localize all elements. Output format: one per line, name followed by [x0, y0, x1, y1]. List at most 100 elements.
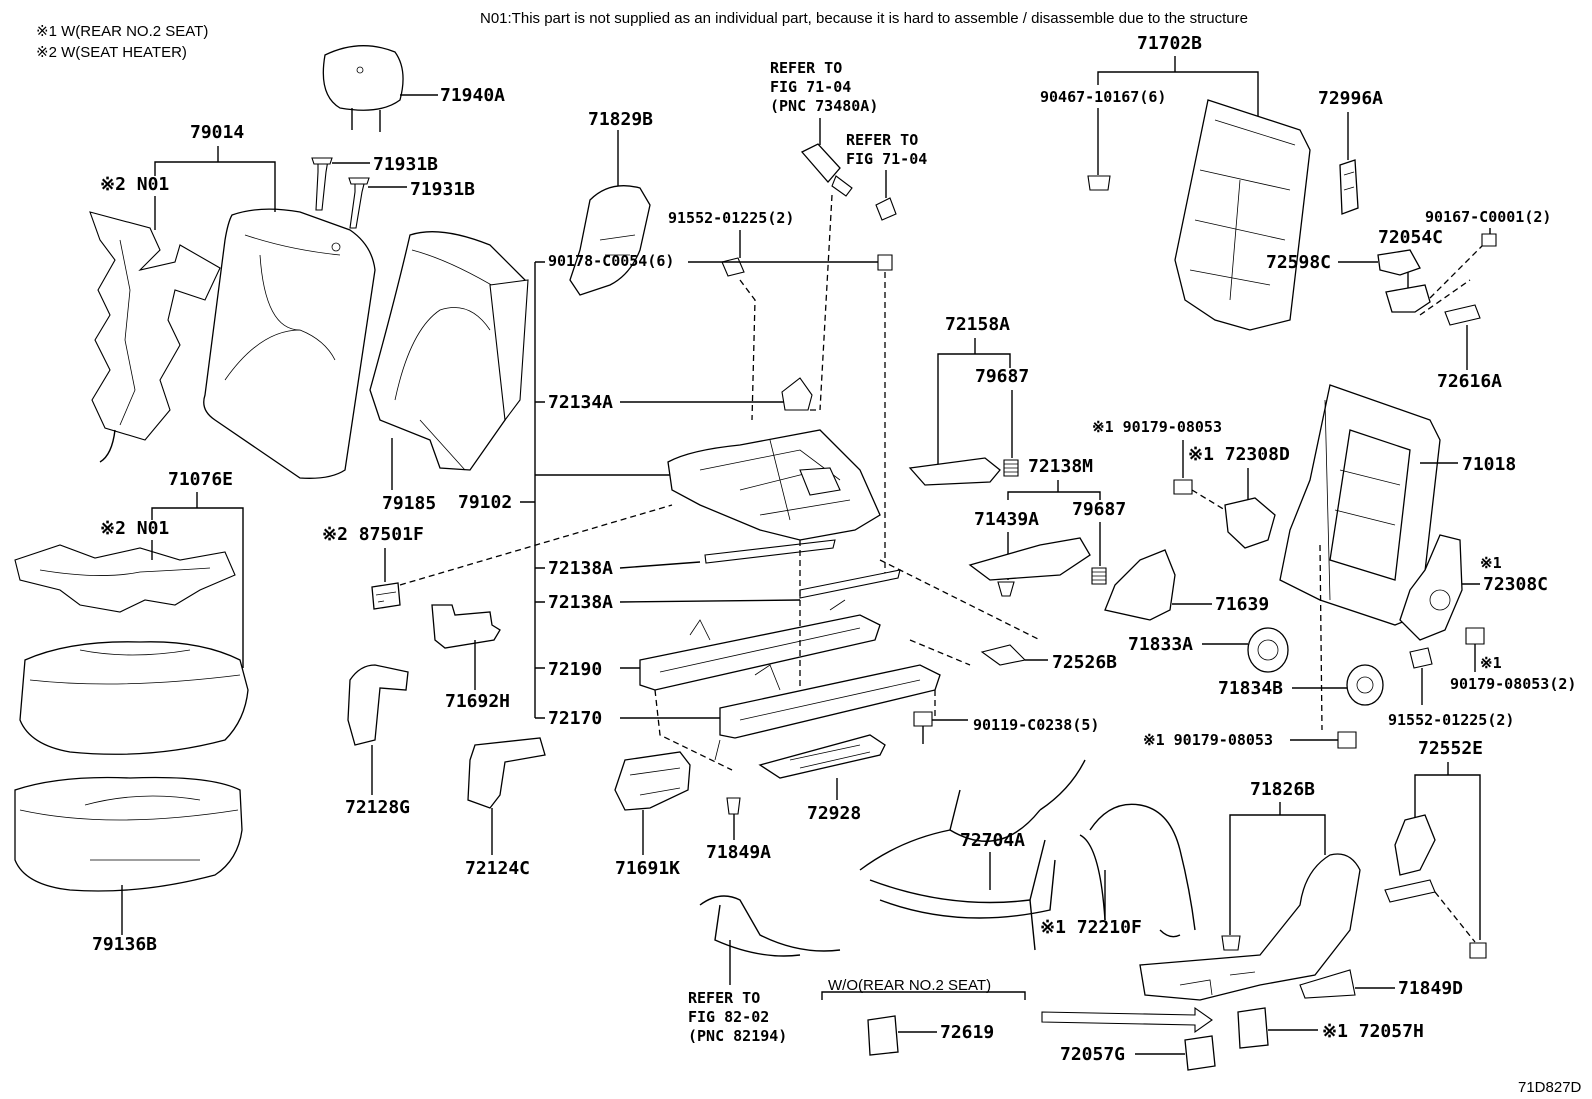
nut-90179-c — [1337, 731, 1357, 749]
legend-note-1: ※1 W(REAR NO.2 SEAT) — [36, 23, 208, 40]
cover-72616A — [1444, 304, 1481, 326]
ref-fig-71-04-a-line1: REFER TO — [770, 59, 842, 77]
cover-72054C — [1385, 284, 1431, 313]
seatback-board-71702B — [1174, 99, 1311, 331]
label-71076E: 71076E — [168, 469, 233, 490]
label-71691K: 71691K — [615, 858, 680, 879]
seat-shield-71826B — [1139, 853, 1361, 1001]
label-79687-1: 79687 — [975, 366, 1029, 387]
label-71702B: 71702B — [1137, 33, 1202, 54]
seatback-heater-element — [89, 211, 221, 463]
label-72054C: 72054C — [1378, 227, 1443, 248]
label-72134A: 72134A — [548, 392, 613, 413]
seatback-pad — [203, 208, 376, 479]
ref-fig-82-02-line2: FIG 82-02 — [688, 1008, 769, 1026]
label-71849D: 71849D — [1398, 978, 1463, 999]
label-72057G: 72057G — [1060, 1044, 1125, 1065]
seat-cushion-pad — [19, 641, 249, 755]
label-72138A-1: 72138A — [548, 558, 613, 579]
label-72704A: 72704A — [960, 830, 1025, 851]
cable-72210F — [1079, 803, 1196, 938]
legend-note-2: ※2 W(SEAT HEATER) — [36, 44, 187, 61]
seat-track-outer — [714, 664, 941, 761]
label-71826B: 71826B — [1250, 779, 1315, 800]
label-71639: 71639 — [1215, 594, 1269, 615]
label-72128G: 72128G — [345, 797, 410, 818]
label-71931B-2: 71931B — [410, 179, 475, 200]
label-90167-c0001: 90167-C0001(2) — [1425, 208, 1551, 226]
label-72552E: 72552E — [1418, 738, 1483, 759]
headrest — [322, 45, 404, 132]
seatback-cover — [369, 231, 529, 471]
label-90179-08053-c: ※1 90179-08053 — [1143, 731, 1273, 749]
seat-track-inner — [639, 599, 881, 691]
seat-side-cover — [431, 604, 501, 649]
seat-adjust-handle-72158A — [908, 457, 1001, 486]
seat-track-cover-strip-1 — [704, 539, 836, 564]
label-71692H: 71692H — [445, 691, 510, 712]
label-79687-2: 79687 — [1072, 499, 1126, 520]
nut-90179-b — [1465, 627, 1485, 645]
bezel-72598C — [1377, 249, 1421, 276]
label-72928: 72928 — [807, 803, 861, 824]
spring-79687-2 — [1091, 567, 1107, 585]
cover-72996A — [1339, 159, 1359, 215]
label-87501F: ※2 87501F — [322, 524, 424, 545]
cover-71834B — [1346, 664, 1384, 706]
cover-71849D — [1299, 969, 1356, 999]
ref-fig-71-04-a-line2: FIG 71-04 — [770, 78, 851, 96]
nut-90178 — [877, 254, 893, 271]
label-72308C: 72308C — [1483, 574, 1548, 595]
nut-90179-a — [1173, 479, 1193, 495]
label-90179-08053-b: 90179-08053(2) — [1450, 675, 1576, 693]
screw-90167 — [1481, 233, 1497, 247]
clip-71826B — [1221, 935, 1241, 951]
bolt-91552-a — [721, 257, 745, 277]
seat-track-cover-outer — [467, 737, 546, 809]
label-72138M: 72138M — [1028, 456, 1093, 477]
wire-harness-72704A — [859, 759, 1086, 951]
label-90178-c0054: 90178-C0054(6) — [548, 252, 674, 270]
label-91552-01225-a: 91552-01225(2) — [668, 209, 794, 227]
label-71931B-1: 71931B — [373, 154, 438, 175]
bolt-91552-b — [1409, 647, 1433, 669]
label-79136B: 79136B — [92, 934, 157, 955]
label-90179-08053-a: ※1 90179-08053 — [1092, 418, 1222, 436]
label-72598C: 72598C — [1266, 252, 1331, 273]
label-90119-c0238: 90119-C0238(5) — [973, 716, 1099, 734]
seat-cushion-frame — [667, 429, 881, 541]
label-79102: 79102 — [458, 492, 512, 513]
recliner-72308D — [1224, 497, 1276, 549]
seatback-hinge-cover — [569, 185, 651, 296]
cover-72526B — [980, 644, 1027, 666]
label-71834B: 71834B — [1218, 678, 1283, 699]
headrest-support-1 — [311, 157, 333, 211]
label-91552-01225-b: 91552-01225(2) — [1388, 711, 1514, 729]
buckle-bolt — [875, 197, 897, 221]
label-71439A: 71439A — [974, 509, 1039, 530]
label-79014: 79014 — [190, 122, 244, 143]
ref-fig-71-04-b-line1: REFER TO — [846, 131, 918, 149]
label-72158A: 72158A — [945, 314, 1010, 335]
seat-track-cover-strip-2 — [799, 569, 901, 599]
seat-adjust-handle-72138M — [968, 537, 1091, 581]
seat-bracket-72134A — [781, 377, 813, 411]
label-71829B: 71829B — [588, 109, 653, 130]
ref-fig-71-04-a-line3: (PNC 73480A) — [770, 97, 878, 115]
label-72170: 72170 — [548, 708, 602, 729]
ref-fig-71-04-b-line2: FIG 71-04 — [846, 150, 927, 168]
label-72210F: ※1 72210F — [1040, 917, 1142, 938]
label-72190: 72190 — [548, 659, 602, 680]
clip-71849A — [726, 797, 741, 815]
screw-72552E — [1469, 942, 1487, 959]
seat-side-trim-inner — [347, 664, 409, 746]
heater-switch — [371, 582, 401, 610]
figure-id: 71D827D — [1518, 1079, 1582, 1096]
n01-note: N01:This part is not supplied as an indi… — [480, 10, 1248, 27]
wire-harness-82194 — [699, 895, 841, 957]
switch-72619 — [867, 1015, 899, 1056]
label-71940A: 71940A — [440, 85, 505, 106]
label-72616A: 72616A — [1437, 371, 1502, 392]
label-72308D: ※1 72308D — [1188, 444, 1290, 465]
